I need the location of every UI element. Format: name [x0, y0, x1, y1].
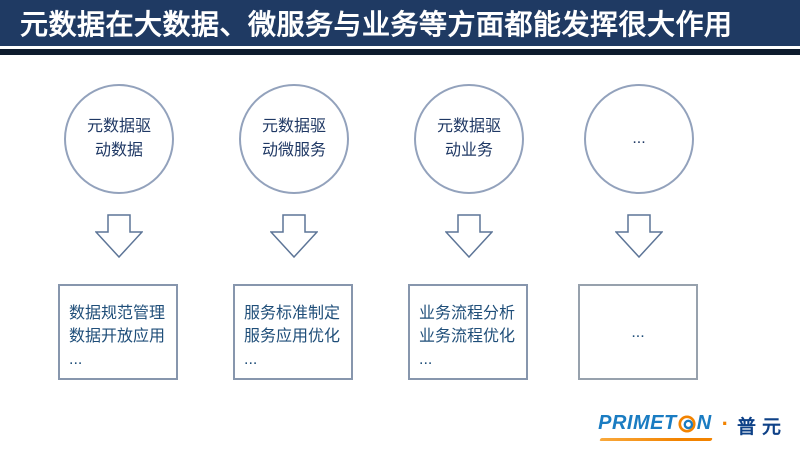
down-arrow-icon: [58, 214, 180, 258]
title-underbar: [0, 49, 800, 55]
box-line2: 服务应用优化: [244, 328, 341, 345]
logo-swoosh: [599, 437, 713, 441]
circle-metadata-drives-business: 元数据驱 动业务: [414, 84, 524, 194]
box-line3: ...: [631, 323, 645, 341]
box-line1: 业务流程分析: [419, 305, 516, 322]
box-line2: 数据开放应用: [69, 328, 166, 345]
circle-label-line2: 动微服务: [261, 142, 326, 159]
box-line3: ...: [69, 351, 83, 368]
circle-label-line2: 动业务: [444, 142, 493, 159]
down-arrow-icon: [578, 214, 700, 258]
box-more: ...: [578, 284, 698, 380]
logo-separator-dot: ·: [721, 411, 729, 436]
page-title: 元数据在大数据、微服务与业务等方面都能发挥很大作用: [20, 9, 733, 40]
circle-label-line1: 元数据驱: [436, 118, 501, 135]
primeton-o-icon: [678, 415, 696, 433]
primeton-logo: PRIMET N · 普元: [598, 411, 787, 441]
circle-metadata-drives-data: 元数据驱 动数据: [64, 84, 174, 194]
brand-suffix: N: [696, 411, 712, 434]
column-business: 元数据驱 动业务 业务流程分析 业务流程优化 ...: [408, 84, 530, 380]
circle-label-line1: ...: [632, 130, 646, 147]
column-data: 元数据驱 动数据 数据规范管理 数据开放应用 ...: [58, 84, 180, 380]
brand-cjk: 普元: [736, 416, 787, 438]
box-line3: ...: [244, 351, 258, 368]
brand-prefix: PRIMET: [598, 411, 677, 434]
box-business-process: 业务流程分析 业务流程优化 ...: [408, 284, 528, 380]
box-data-applications: 数据规范管理 数据开放应用 ...: [58, 284, 178, 380]
box-line1: 数据规范管理: [69, 305, 166, 322]
box-line2: 业务流程优化: [419, 328, 516, 345]
box-service-applications: 服务标准制定 服务应用优化 ...: [233, 284, 353, 380]
column-microservices: 元数据驱 动微服务 服务标准制定 服务应用优化 ...: [233, 84, 355, 380]
box-line3: ...: [419, 351, 433, 368]
circle-label-line1: 元数据驱: [86, 118, 151, 135]
circle-metadata-drives-microservices: 元数据驱 动微服务: [239, 84, 349, 194]
column-more: ... ...: [578, 84, 700, 380]
down-arrow-icon: [408, 214, 530, 258]
circle-label-line1: 元数据驱: [261, 118, 326, 135]
title-bar: 元数据在大数据、微服务与业务等方面都能发挥很大作用: [0, 0, 800, 46]
primeton-wordmark: PRIMET N: [598, 411, 713, 441]
circle-more: ...: [584, 84, 694, 194]
circle-label-line2: 动数据: [94, 142, 143, 159]
box-line1: 服务标准制定: [244, 305, 341, 322]
down-arrow-icon: [233, 214, 355, 258]
